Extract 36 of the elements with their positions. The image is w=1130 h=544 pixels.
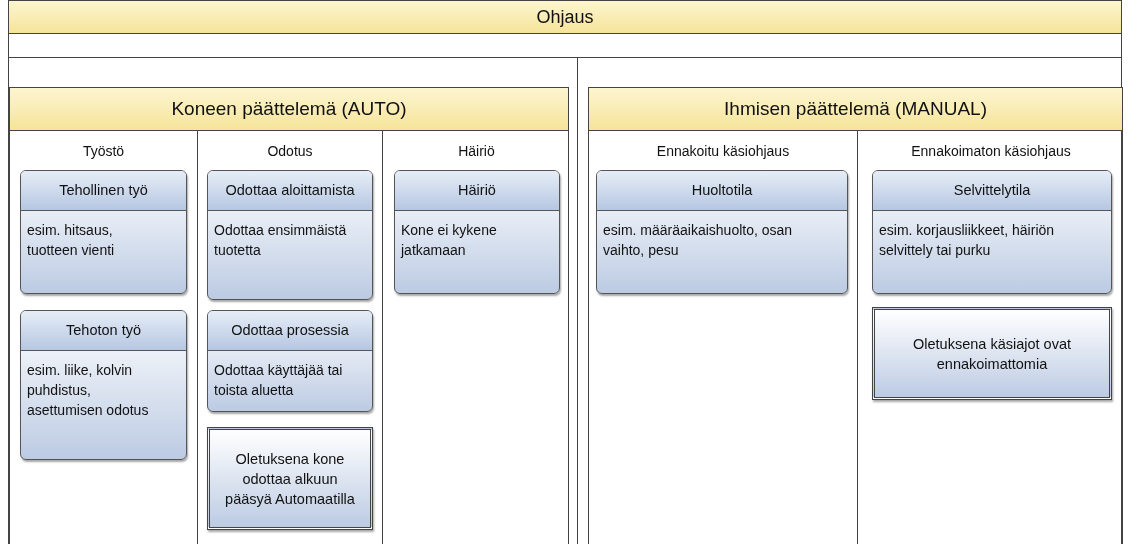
- card-text: Odottaa käyttäjää tai toista aluetta: [213, 361, 344, 400]
- column-title: Ennakoitu käsiohjaus: [655, 143, 791, 159]
- pool: [8, 0, 1122, 544]
- card-title: Huoltotila: [597, 171, 847, 211]
- note-box: [207, 427, 373, 530]
- card-text: Kone ei kykene jatkamaan: [399, 221, 498, 260]
- card-text: esim. korjausliikkeet, häiriön selvittely tai purku: [878, 221, 1056, 260]
- card-title: Tehoton työ: [21, 311, 186, 351]
- card-title: Odottaa aloittamista: [208, 171, 372, 211]
- note-text: Oletuksena käsiajot ovat ennakoimattomia: [912, 334, 1072, 374]
- state-card: [394, 170, 560, 294]
- swimlane: [9, 87, 569, 544]
- note-box: [872, 307, 1112, 400]
- state-card: [596, 170, 848, 294]
- pool-title: Ohjaus: [9, 1, 1121, 34]
- state-card: [872, 170, 1112, 294]
- column-title: Odotus: [266, 143, 314, 159]
- card-title: Selvittelytila: [873, 171, 1111, 211]
- card-text: esim. liike, kolvin puhdistus, asettumisen odotus: [26, 361, 150, 420]
- state-card: [207, 170, 373, 300]
- lane-title: Koneen päättelemä (AUTO): [10, 88, 568, 131]
- column-title: Työstö: [81, 143, 126, 159]
- lane-title: Ihmisen päättelemä (MANUAL): [589, 88, 1122, 131]
- card-text: esim. hitsaus, tuotteen vienti: [26, 221, 116, 260]
- swimlane: [588, 87, 1123, 544]
- card-text: esim. määräaikaishuolto, osan vaihto, pesu: [602, 221, 794, 260]
- card-title: Häiriö: [395, 171, 559, 211]
- state-card: [20, 310, 187, 460]
- column-title: Ennakoimaton käsiohjaus: [910, 143, 1072, 159]
- note-text: Oletuksena kone odottaa alkuun pääsyä Automaatilla: [224, 449, 356, 509]
- card-title: Tehollinen työ: [21, 171, 186, 211]
- card-text: Odottaa ensimmäistä tuotetta: [213, 221, 348, 260]
- column-title: Häiriö: [457, 143, 496, 159]
- card-title: Odottaa prosessia: [208, 311, 372, 351]
- state-card: [207, 310, 373, 412]
- state-card: [20, 170, 187, 294]
